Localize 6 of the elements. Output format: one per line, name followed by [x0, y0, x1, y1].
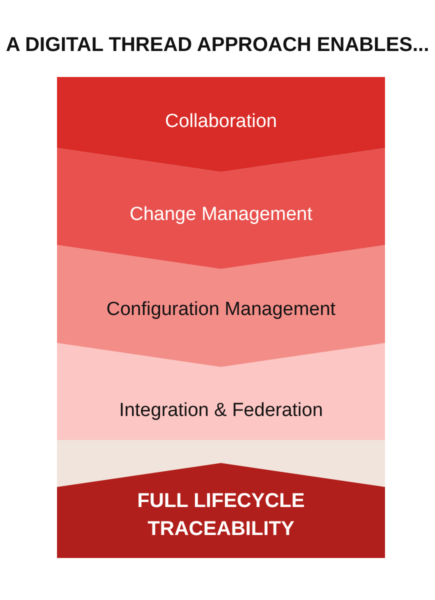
band-label: Integration & Federation [118, 399, 324, 423]
band-label: Configuration Management [105, 298, 337, 322]
diagram-title: A DIGITAL THREAD APPROACH ENABLES... [4, 34, 430, 57]
band-label: Change Management [128, 203, 314, 227]
band-label: FULL LIFECYCLE TRACEABILITY [136, 489, 306, 542]
band-label: Collaboration [164, 110, 278, 134]
